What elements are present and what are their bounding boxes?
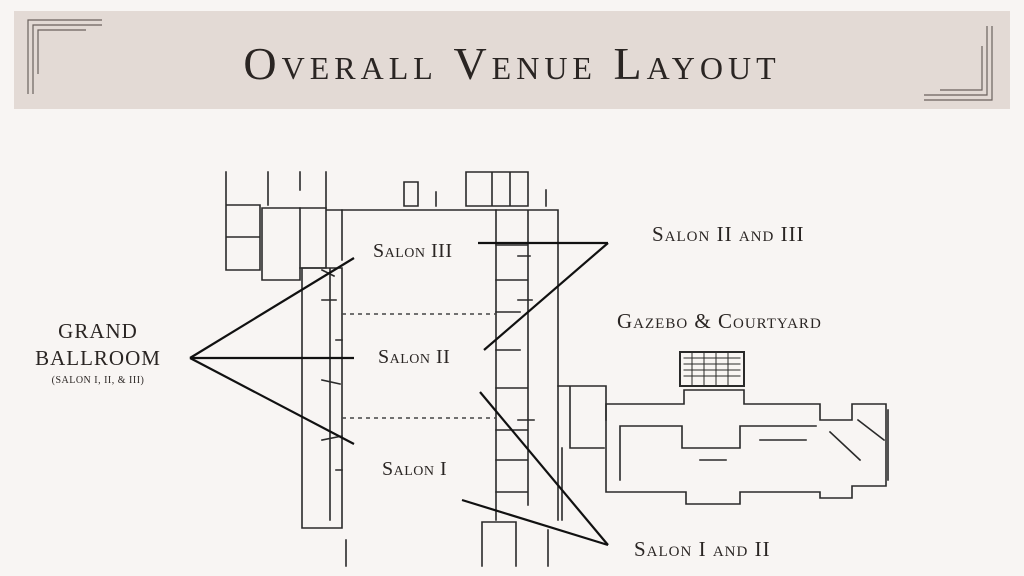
plan-connector bbox=[557, 385, 607, 521]
plan-right-building bbox=[605, 389, 889, 505]
grand-ballroom-line1: GRAND bbox=[58, 319, 138, 343]
grand-ballroom-label: GRAND BALLROOM (SALON I, II, & III) bbox=[18, 318, 178, 386]
salon-i-label: Salon I bbox=[382, 458, 448, 480]
callout-ballroom-to-i bbox=[189, 357, 355, 445]
plan-ballroom-details bbox=[320, 268, 343, 471]
grand-ballroom-line2: BALLROOM bbox=[35, 346, 161, 370]
plan-top-rooms bbox=[403, 171, 547, 207]
gazebo-courtyard-label: Gazebo & Courtyard bbox=[617, 309, 822, 333]
salon-ii-and-iii-label: Salon II and III bbox=[652, 222, 805, 246]
callout-ballroom-to-iii bbox=[189, 257, 355, 359]
plan-gazebo bbox=[679, 351, 745, 387]
callout-i-ii-to-ii bbox=[479, 391, 609, 546]
grand-ballroom-subtitle: (SALON I, II, & III) bbox=[51, 375, 145, 386]
plan-bottom-rooms bbox=[345, 521, 549, 567]
corner-ornament-top-left bbox=[27, 19, 102, 94]
salon-ii-label: Salon II bbox=[378, 346, 451, 368]
salon-i-and-ii-label: Salon I and II bbox=[634, 537, 771, 561]
plan-west-corridor bbox=[299, 207, 343, 269]
salon-iii-label: Salon III bbox=[373, 240, 453, 262]
page-title: Overall Venue Layout bbox=[243, 38, 781, 89]
plan-left-wing bbox=[225, 171, 327, 281]
title-banner: Overall Venue Layout bbox=[14, 11, 1010, 109]
callout-ii-iii-to-ii bbox=[483, 242, 609, 351]
callout-i-ii-to-i bbox=[461, 498, 609, 547]
plan-gazebo-hatch bbox=[683, 351, 741, 387]
corner-ornament-bottom-right bbox=[924, 26, 993, 101]
